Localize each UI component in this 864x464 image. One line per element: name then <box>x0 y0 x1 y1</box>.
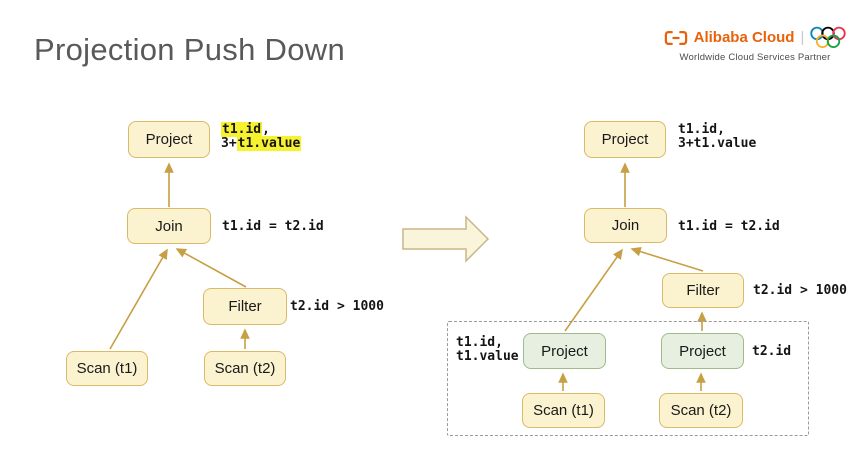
alibaba-cloud-logo: Alibaba Cloud | Worldwide Cloud Services… <box>664 26 847 63</box>
left-join-node: Join <box>127 208 211 244</box>
left-project-node: Project <box>128 121 210 158</box>
left-filter-label: Filter <box>228 298 262 315</box>
pushed-project-t1-node: Project <box>523 333 606 369</box>
left-filter-annotation: t2.id > 1000 <box>290 299 384 314</box>
left-scan-t2-node: Scan (t2) <box>204 351 286 386</box>
pushed-project-t2-label: Project <box>679 342 726 360</box>
transform-arrow <box>402 215 490 263</box>
right-scan-t2-label: Scan (t2) <box>670 402 732 419</box>
edge-right-filter-to-join <box>630 247 704 272</box>
right-filter-node: Filter <box>662 273 744 308</box>
pushed-t1-annotation-line1: t1.id, <box>456 335 503 350</box>
right-join-node: Join <box>584 208 667 243</box>
left-filter-node: Filter <box>203 288 287 325</box>
logo-separator: | <box>800 29 805 46</box>
page-title: Projection Push Down <box>34 32 345 67</box>
left-project-label: Project <box>145 131 193 148</box>
left-scan-t1-node: Scan (t1) <box>66 351 148 386</box>
pushdown-group-box <box>447 321 809 436</box>
right-project-annotation-line2: 3+t1.value <box>678 136 757 151</box>
right-project-node: Project <box>584 121 666 158</box>
right-project-label: Project <box>601 131 649 148</box>
pushed-project-t2-node: Project <box>661 333 744 369</box>
right-join-label: Join <box>611 217 640 234</box>
pushed-project-t1-annotation: t1.id, t1.value <box>456 336 519 364</box>
alibaba-cloud-wordmark: Alibaba Cloud <box>693 29 795 46</box>
highlighted-t1-id: t1.id <box>221 122 263 137</box>
left-join-label: Join <box>155 217 183 235</box>
right-scan-t1-label: Scan (t1) <box>533 402 594 419</box>
logo-tagline: Worldwide Cloud Services Partner <box>679 52 831 63</box>
right-scan-t2-node: Scan (t2) <box>659 393 743 428</box>
pushed-project-t2-annotation: t2.id <box>752 344 792 359</box>
right-project-annotation: t1.id, 3+t1.value <box>678 123 756 151</box>
edge-right-pushedproject1-to-join <box>564 248 623 332</box>
left-join-annotation: t1.id = t2.id <box>222 219 324 234</box>
right-scan-t1-node: Scan (t1) <box>522 393 605 428</box>
highlighted-t1-value: t1.value <box>236 136 302 151</box>
right-filter-annotation: t2.id > 1000 <box>753 283 847 298</box>
right-join-annotation: t1.id = t2.id <box>678 219 780 234</box>
right-filter-label: Filter <box>686 282 720 299</box>
olympic-rings-icon <box>810 26 847 49</box>
annotation-comma: , <box>262 122 270 137</box>
left-scan-t1-label: Scan (t1) <box>76 360 138 377</box>
left-project-annotation: t1.id, 3+t1.value <box>221 122 302 151</box>
alibaba-cloud-icon <box>664 30 688 46</box>
pushed-t1-annotation-line2: t1.value <box>456 349 519 364</box>
right-project-annotation-line1: t1.id, <box>678 122 725 137</box>
pushed-project-t1-label: Project <box>541 342 588 360</box>
annotation-3plus: 3+ <box>221 136 237 151</box>
edge-left-filter-to-join <box>175 248 247 288</box>
left-scan-t2-label: Scan (t2) <box>214 360 276 377</box>
edge-left-scan1-to-join <box>109 248 168 350</box>
